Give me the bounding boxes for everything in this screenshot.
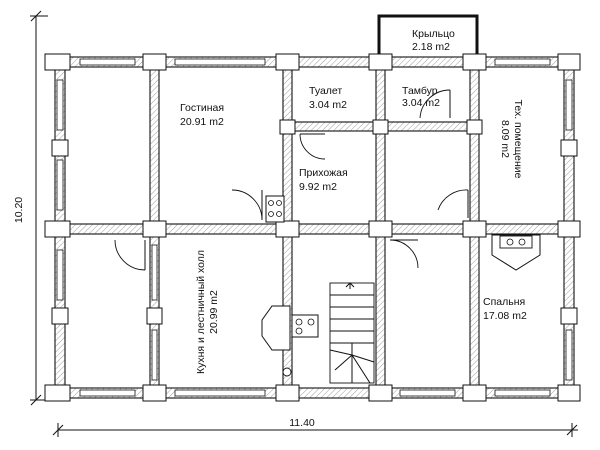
living-name: Гостиная <box>180 102 224 114</box>
porch-area: 2.18 m2 <box>412 41 450 53</box>
vestibule-name: Тамбур <box>402 85 438 97</box>
hall-area: 9.92 m2 <box>299 181 337 193</box>
stove-icon <box>265 195 285 223</box>
vestibule-area: 3.04 m2 <box>402 97 440 109</box>
kitchen-stove-icon <box>261 305 319 351</box>
tech-name: Тех. помещение <box>512 100 524 179</box>
hall-name: Прихожая <box>299 167 348 179</box>
tech-area: 8.09 m2 <box>499 120 511 158</box>
kitchen-area: 20.99 m2 <box>208 290 220 334</box>
toilet-name: Туалет <box>309 85 342 97</box>
bedroom-stove-icon <box>491 234 541 271</box>
staircase <box>282 282 375 384</box>
width-dimension: 11.40 <box>289 417 315 429</box>
height-dimension: 10.20 <box>13 197 25 223</box>
toilet-area: 3.04 m2 <box>309 99 347 111</box>
kitchen-name: Кухня и лестничный холл <box>195 250 207 374</box>
windows <box>56 58 573 397</box>
bedroom-area: 17.08 m2 <box>483 310 527 322</box>
porch-outline <box>377 14 479 64</box>
bedroom-name: Спальня <box>483 296 525 308</box>
door-swings <box>114 89 469 271</box>
dimension-lines <box>30 10 578 437</box>
porch-name: Крыльцо <box>412 28 455 40</box>
living-area: 20.91 m2 <box>180 116 224 128</box>
wall-junctions <box>44 53 581 402</box>
